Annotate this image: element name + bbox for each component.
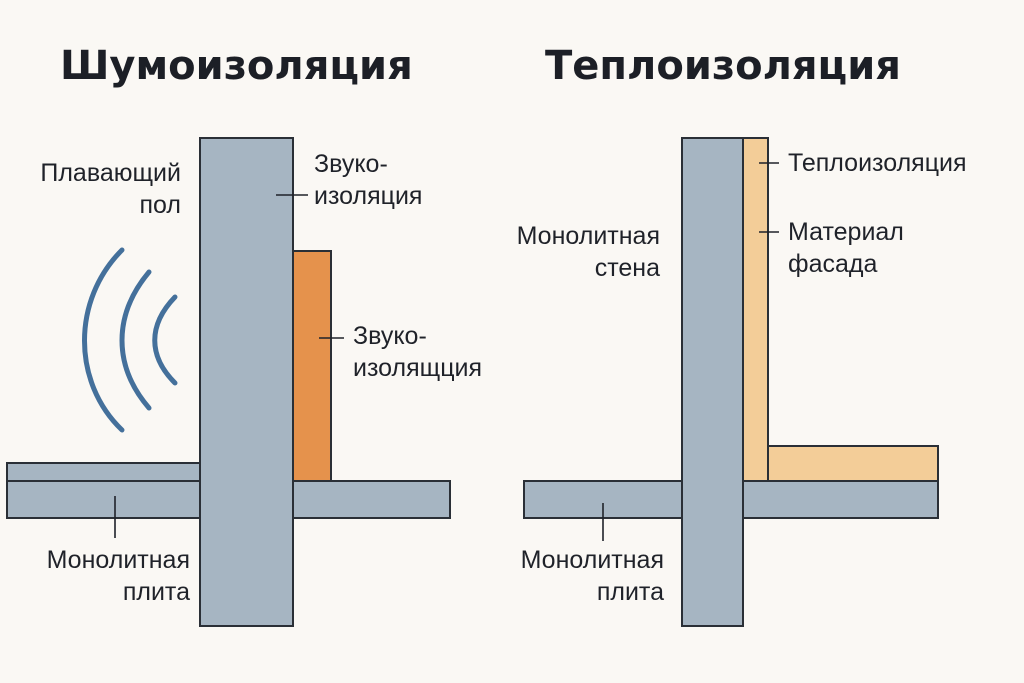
monolithic-wall-label: Монолитная стена <box>516 222 660 282</box>
sound-insulation-label-mid: Звуко- изолящция <box>353 322 483 382</box>
monolithic-slab-label-left: Монолитная плита <box>46 546 190 606</box>
floating-floor-label: Плавающий пол <box>40 159 181 219</box>
thermal-insulation-bottom <box>767 445 939 482</box>
soundproofing-diagram <box>6 137 451 627</box>
floating-floor-layer <box>6 462 202 482</box>
monolithic-wall-left <box>199 137 294 627</box>
facade-material-label: Материал фасада <box>788 218 904 278</box>
sound-insulation-label-top: Звуко- изоляция <box>314 150 423 210</box>
sound-insulation-layer <box>292 250 332 482</box>
leader-lines-right <box>602 162 779 541</box>
thermal-insulation-title: Теплоизоляция <box>545 43 901 89</box>
soundproofing-title: Шумоизоляция <box>60 43 413 89</box>
sound-waves-icon <box>82 247 178 433</box>
monolithic-wall-right <box>681 137 744 627</box>
thermal-insulation-layer <box>742 137 769 482</box>
leader-lines-left <box>114 194 344 538</box>
thermal-insulation-label: Теплоизоляция <box>788 149 967 177</box>
monolithic-slab-label-right: Монолитная плита <box>520 546 664 606</box>
thermal-insulation-diagram <box>523 137 939 627</box>
